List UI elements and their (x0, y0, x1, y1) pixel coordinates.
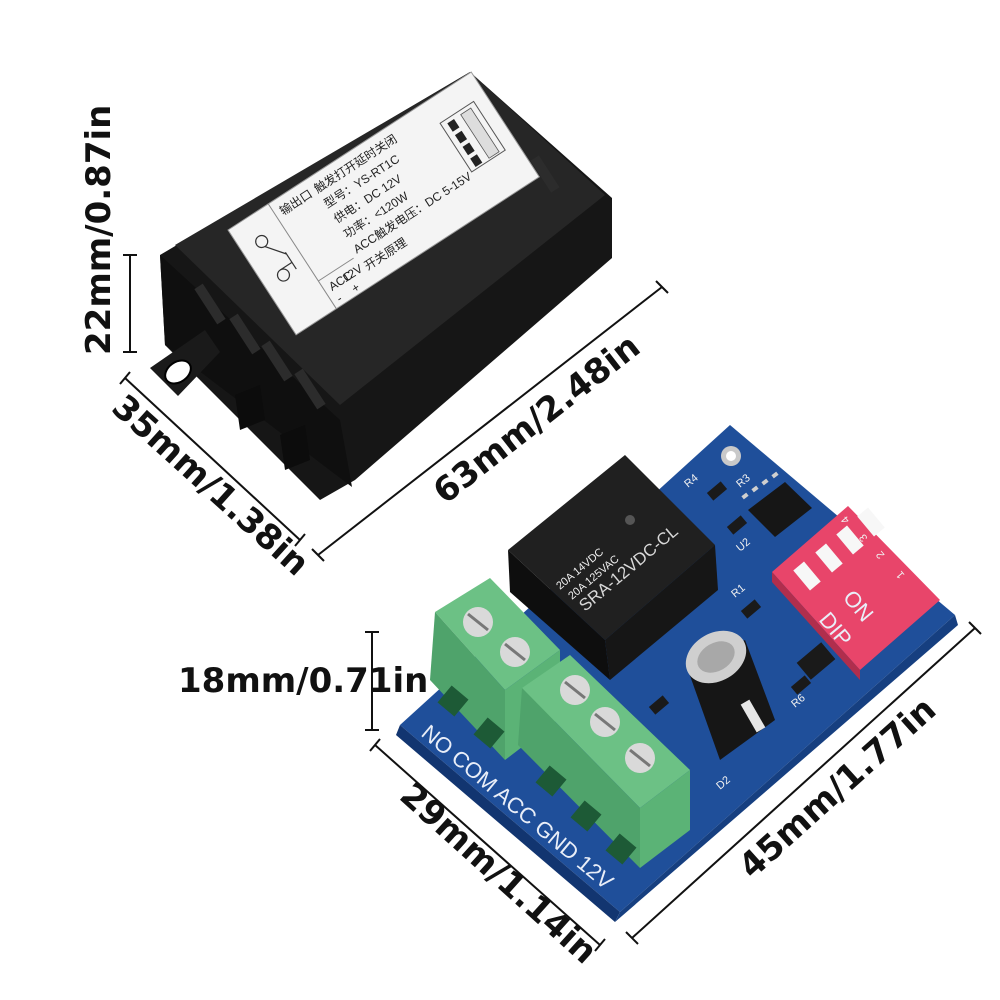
case-label-minus: - (334, 292, 345, 306)
relay-board: R4 R3 U2 R1 R6 D2 DIP ON 1 2 3 4 (396, 425, 958, 922)
terminal-block-3 (518, 655, 690, 868)
smd-components (648, 481, 836, 715)
capacitor (685, 630, 775, 760)
dip-switch-icon (439, 100, 506, 173)
relay-schematic-icon (255, 234, 297, 282)
relay-case: 输出口 触发打开延时关闭 型号：YS-RT1C 供电：DC 12V 功率：<12… (150, 71, 612, 500)
dip-switch: DIP ON 1 2 3 4 (772, 506, 940, 680)
dim-board-height: 18mm/0.71in (178, 661, 428, 701)
ic-chip (741, 471, 812, 537)
dim-case-height: 22mm/0.87in (79, 105, 119, 355)
dimension-lines (119, 254, 982, 952)
mounting-tab (150, 330, 220, 396)
relay-component: SRA-12VDC-CL 20A 14VDC 20A 125VAC (508, 455, 718, 680)
